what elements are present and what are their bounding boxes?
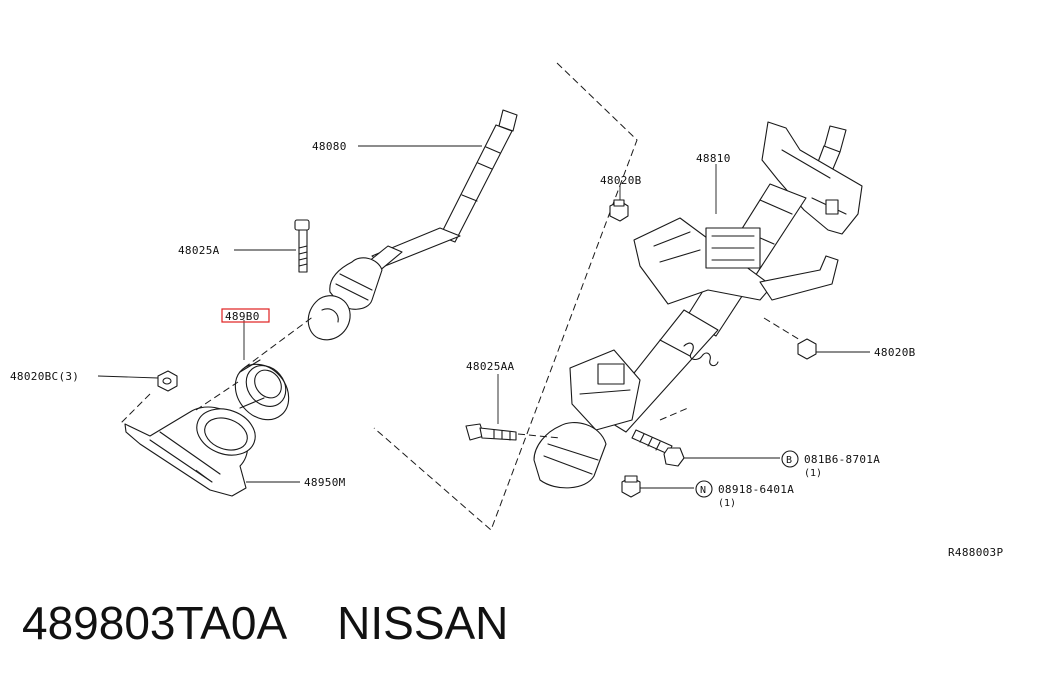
bolt-b-code: B <box>786 455 792 466</box>
callout-48020b-right: 48020B <box>874 346 916 359</box>
nut-left-drawing <box>157 370 178 392</box>
assembly-boundary <box>373 62 638 531</box>
bushing-drawing <box>234 359 290 421</box>
callout-48950m: 48950M <box>304 476 346 489</box>
callout-48025a: 48025A <box>178 244 220 257</box>
highlight-box <box>221 308 270 323</box>
nut-n-code: N <box>700 485 706 496</box>
callout-bolt-b-qty: (1) <box>804 468 822 479</box>
callout-48080: 48080 <box>312 140 347 153</box>
callout-48020bc: 48020BC(3) <box>10 370 79 383</box>
footer-caption: 489803TA0A NISSAN <box>22 596 508 656</box>
boot-drawing <box>124 406 256 497</box>
nut-n-drawing <box>621 475 641 498</box>
callout-48810: 48810 <box>696 152 731 165</box>
nut-right-drawing <box>797 338 817 360</box>
callout-nut-n: 08918-6401A <box>718 483 794 496</box>
bolt-48025a-drawing <box>294 219 310 273</box>
intermediate-shaft-drawing <box>307 109 518 341</box>
brand-name: NISSAN <box>337 597 509 649</box>
callout-489b0: 489B0 <box>225 310 260 323</box>
bolt-b-drawing <box>631 429 685 467</box>
nut-top-drawing <box>609 199 629 222</box>
bolt-48025aa-drawing <box>465 423 517 441</box>
callout-48025aa: 48025AA <box>466 360 515 373</box>
callout-bolt-b: 081B6-8701A <box>804 453 880 466</box>
steering-column-drawing <box>533 121 863 489</box>
callout-48020b-top: 48020B <box>600 174 642 187</box>
part-number: 489803TA0A <box>22 597 288 649</box>
reference-code: R488003P <box>948 546 1003 559</box>
callout-nut-n-qty: (1) <box>718 498 736 509</box>
